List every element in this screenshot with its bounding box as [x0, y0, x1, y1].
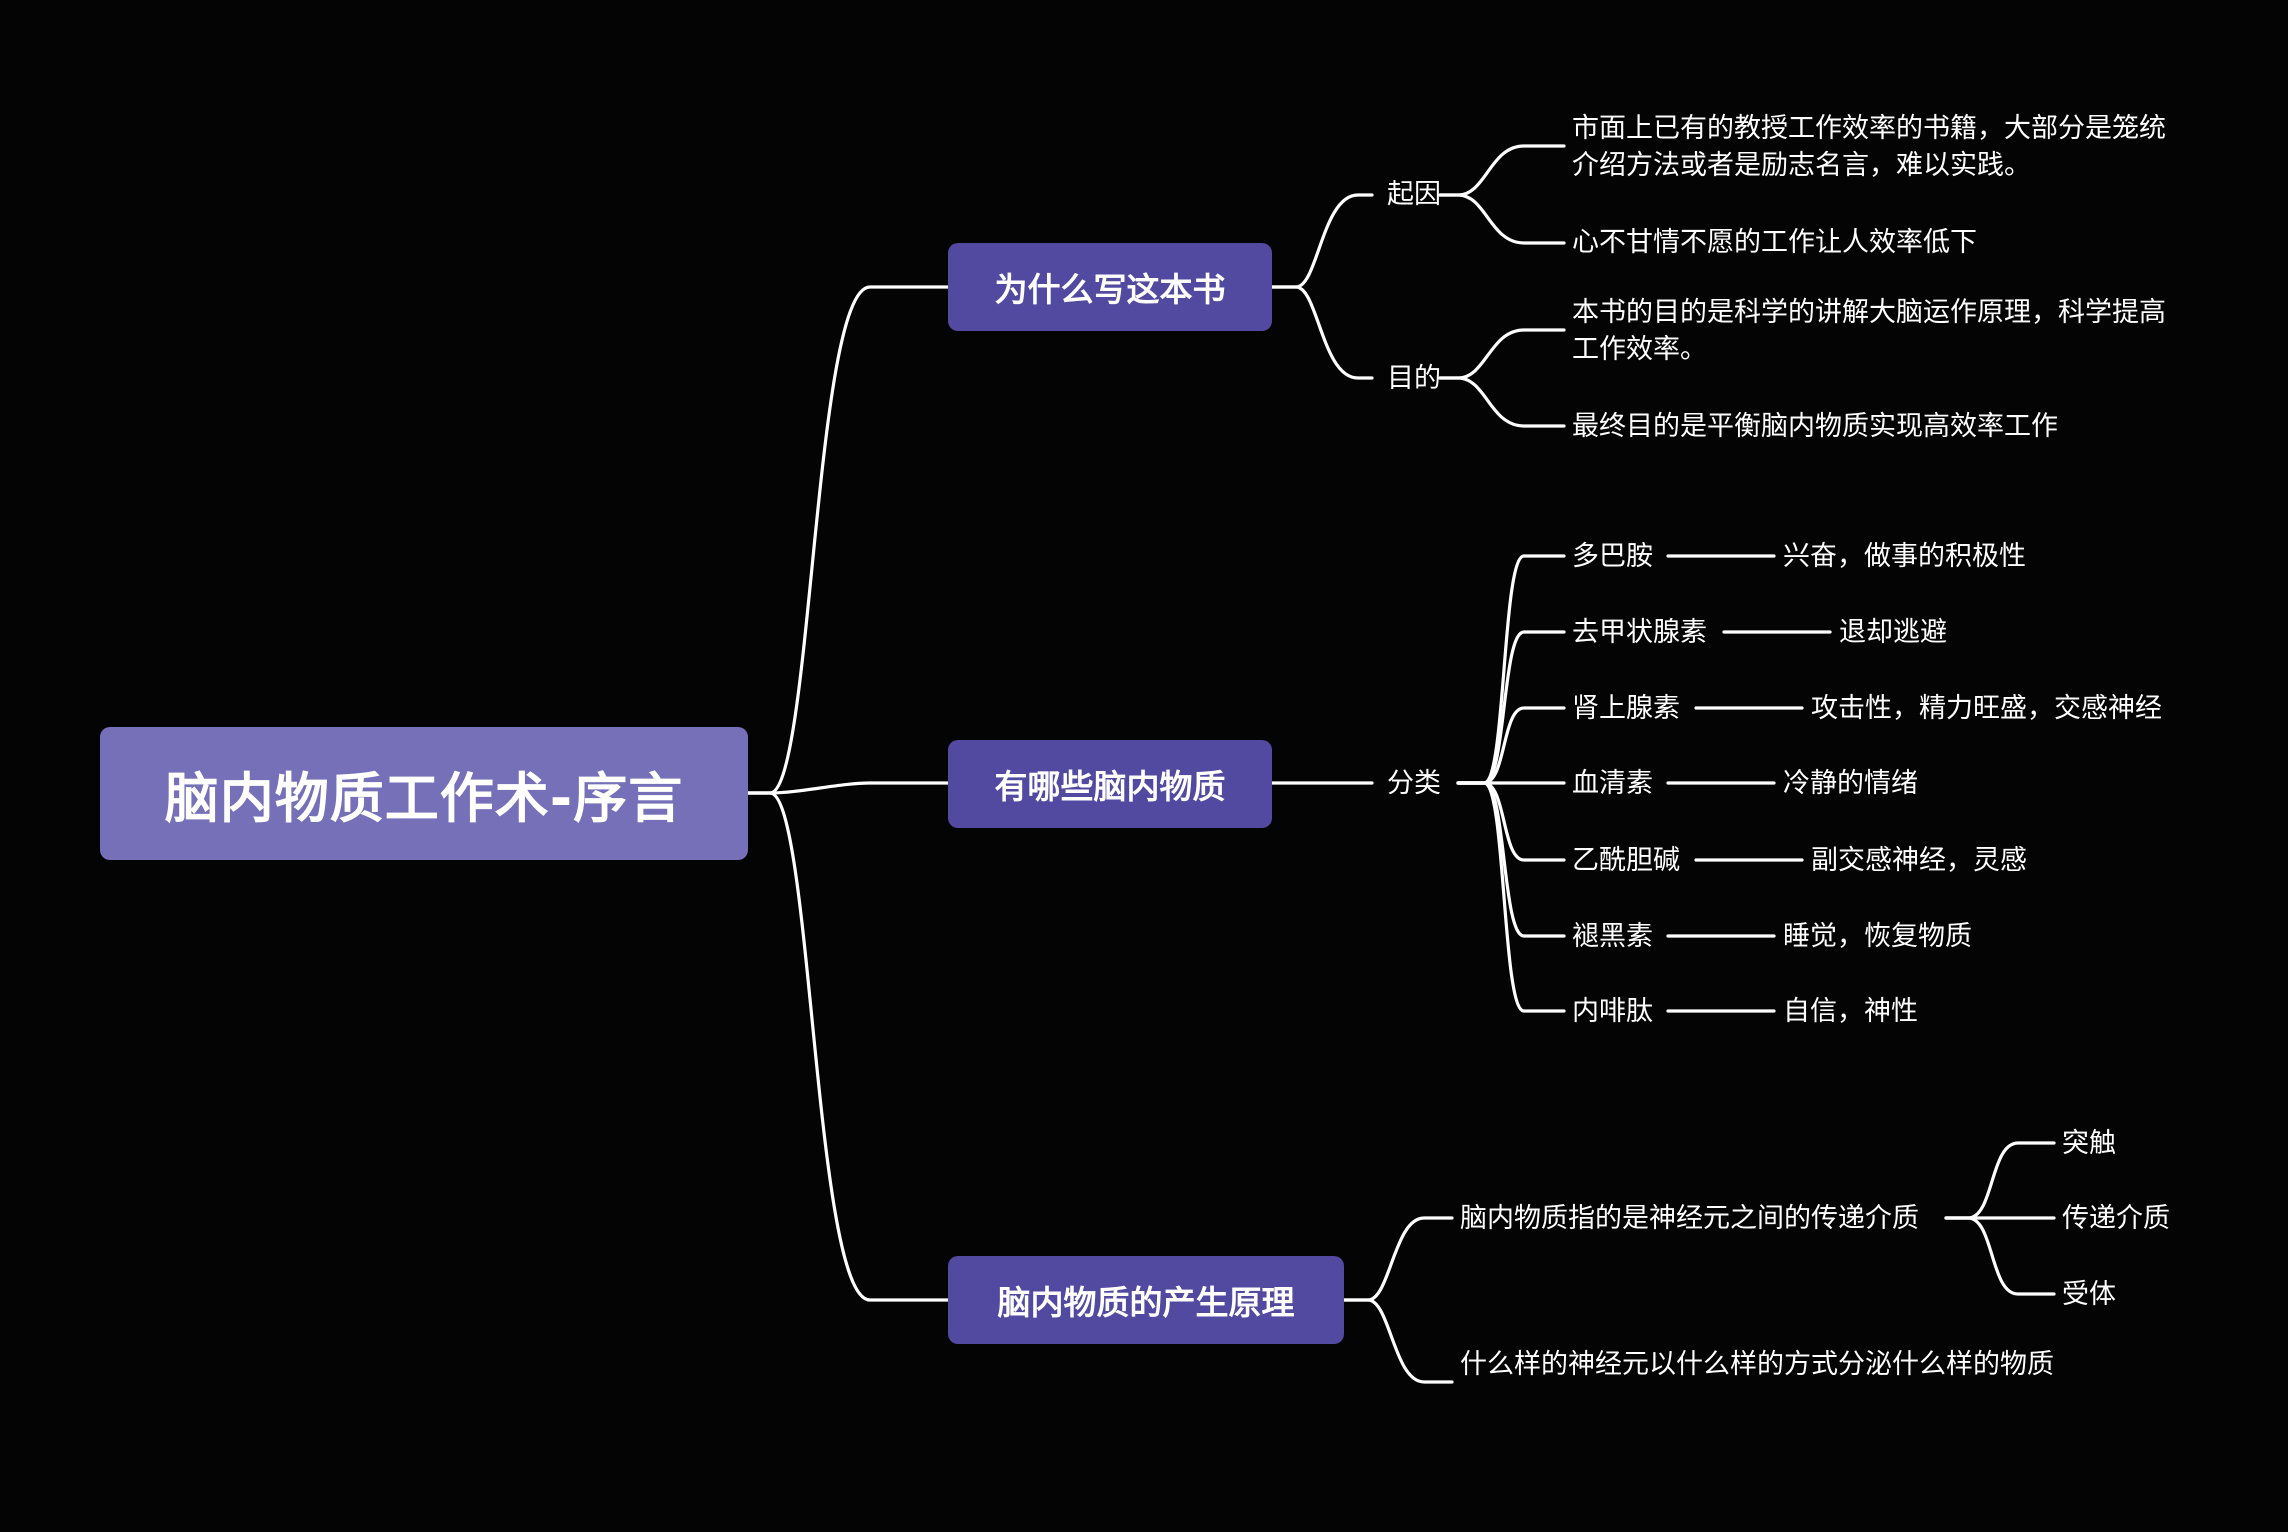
link-root-branch-1 [746, 285, 950, 795]
link-fenlei-1 [1456, 554, 1566, 785]
substance-desc[interactable]: 睡觉，恢复物质 [1783, 921, 1972, 952]
link-qiyin-1 [1438, 144, 1566, 197]
node-mudi-goal-2[interactable]: 最终目的是平衡脑内物质实现高效率工作 [1572, 411, 2058, 442]
node-mudi[interactable]: 目的 [1387, 363, 1441, 394]
root-topic[interactable]: 脑内物质工作术-序言 [100, 727, 748, 860]
node-qiyin-reason-2[interactable]: 心不甘情不愿的工作让人效率低下 [1572, 227, 1977, 258]
link-b3-shenme [1342, 1298, 1454, 1384]
node-qiyin[interactable]: 起因 [1387, 179, 1441, 210]
substance-name[interactable]: 乙酰胆碱 [1572, 845, 1680, 876]
node-qiyin-reason-1[interactable]: 市面上已有的教授工作效率的书籍，大部分是笼统介绍方法或者是励志名言，难以实践。 [1572, 113, 2166, 181]
link-mudi-1 [1438, 328, 1566, 380]
substance-name[interactable]: 内啡肽 [1572, 996, 1653, 1027]
substance-name[interactable]: 血清素 [1572, 768, 1653, 799]
branch-substances[interactable]: 有哪些脑内物质 [948, 740, 1272, 828]
link-b1-mudi [1270, 285, 1374, 380]
substance-desc[interactable]: 副交感神经，灵感 [1811, 845, 2027, 876]
node-transmitter[interactable]: 脑内物质指的是神经元之间的传递介质 [1460, 1203, 1919, 1234]
node-medium[interactable]: 传递介质 [2062, 1203, 2170, 1234]
link-fenlei-3 [1456, 706, 1566, 785]
branch-why-write[interactable]: 为什么写这本书 [948, 243, 1272, 331]
node-synapse[interactable]: 突触 [2062, 1128, 2116, 1159]
link-qiyin-2 [1438, 193, 1566, 245]
substance-desc[interactable]: 自信，神性 [1783, 996, 1918, 1027]
link-b3-chuandi [1342, 1216, 1454, 1302]
link-fenlei-5 [1456, 781, 1566, 862]
link-fenlei-7 [1456, 781, 1566, 1013]
link-chuandi-3 [1944, 1216, 2056, 1296]
node-fenlei[interactable]: 分类 [1387, 768, 1441, 799]
link-root-branch-3 [746, 791, 950, 1302]
substance-desc[interactable]: 冷静的情绪 [1783, 768, 1918, 799]
link-mudi-2 [1438, 376, 1566, 428]
node-neuron-secretion[interactable]: 什么样的神经元以什么样的方式分泌什么样的物质 [1460, 1349, 2054, 1380]
substance-name[interactable]: 去甲状腺素 [1572, 617, 1707, 648]
substance-desc[interactable]: 兴奋，做事的积极性 [1783, 541, 2026, 572]
node-receptor[interactable]: 受体 [2062, 1279, 2116, 1310]
substance-desc[interactable]: 退却逃避 [1839, 617, 1947, 648]
link-chuandi-1 [1944, 1141, 2056, 1220]
substance-name[interactable]: 肾上腺素 [1572, 693, 1680, 724]
branch-principle[interactable]: 脑内物质的产生原理 [948, 1256, 1344, 1344]
substance-name[interactable]: 褪黑素 [1572, 921, 1653, 952]
link-b1-qiyin [1270, 193, 1374, 289]
substance-desc[interactable]: 攻击性，精力旺盛，交感神经 [1811, 693, 2162, 724]
substance-name[interactable]: 多巴胺 [1572, 541, 1653, 572]
node-mudi-goal-1[interactable]: 本书的目的是科学的讲解大脑运作原理，科学提高工作效率。 [1572, 297, 2166, 365]
